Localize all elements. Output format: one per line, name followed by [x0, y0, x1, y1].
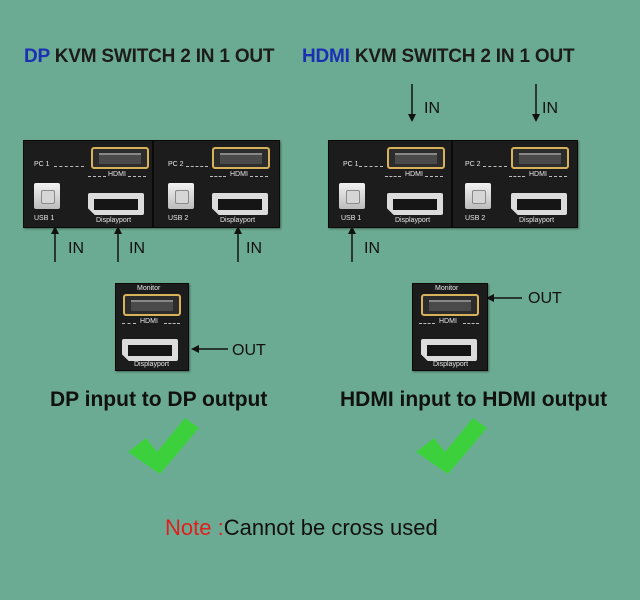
divider — [509, 176, 525, 177]
displayport-port — [88, 193, 144, 215]
right-caption: HDMI input to HDMI output — [340, 388, 608, 411]
divider — [186, 166, 208, 167]
left-caption: DP input to DP output — [50, 388, 268, 411]
divider — [425, 176, 443, 177]
out-label: OUT — [232, 342, 266, 359]
hdmi-label: HDMI — [439, 318, 457, 325]
hdmi-port — [91, 147, 149, 169]
divider — [250, 176, 268, 177]
pc2-label: PC 2 — [168, 161, 184, 168]
divider — [483, 166, 507, 167]
displayport-label: Displayport — [96, 217, 132, 224]
right-title-rest: KVM SWITCH 2 IN 1 OUT — [349, 46, 575, 67]
left-panel-pc2: PC 2 HDMI USB 2 Displayport — [153, 140, 280, 228]
right-panel-pc1: PC 1 HDMI USB 1 Displayport — [328, 140, 452, 228]
in-label: IN — [246, 240, 262, 257]
hdmi-port — [123, 294, 181, 316]
usb-port — [34, 183, 60, 209]
in-label: IN — [68, 240, 84, 257]
in-label: IN — [542, 100, 558, 117]
note: Note :Cannot be cross used — [165, 515, 438, 541]
right-title: HDMI KVM SWITCH 2 IN 1 OUT — [302, 46, 575, 68]
in-label: IN — [424, 100, 440, 117]
hdmi-port — [421, 294, 479, 316]
usb-port — [168, 183, 194, 209]
hdmi-label: HDMI — [108, 171, 126, 178]
displayport-label: Displayport — [519, 217, 555, 224]
hdmi-port — [511, 147, 569, 169]
hdmi-port — [387, 147, 445, 169]
displayport-label: Displayport — [220, 217, 256, 224]
right-panel-pc2: PC 2 HDMI USB 2 Displayport — [452, 140, 578, 228]
displayport-label: Displayport — [433, 361, 469, 368]
note-prefix: Note : — [165, 515, 224, 540]
hdmi-port — [212, 147, 270, 169]
divider — [210, 176, 226, 177]
divider — [164, 323, 180, 324]
check-icon — [416, 418, 487, 474]
displayport-port — [511, 193, 567, 215]
divider — [385, 176, 401, 177]
usb-port — [465, 183, 491, 209]
left-title-rest: KVM SWITCH 2 IN 1 OUT — [49, 46, 275, 67]
check-icon — [128, 418, 199, 474]
displayport-port — [421, 339, 477, 361]
in-label: IN — [364, 240, 380, 257]
hdmi-label: HDMI — [140, 318, 158, 325]
divider — [122, 323, 136, 324]
left-output-panel: Monitor HDMI Displayport — [115, 283, 189, 371]
monitor-label: Monitor — [137, 285, 161, 292]
displayport-label: Displayport — [134, 361, 170, 368]
divider — [359, 166, 383, 167]
usb-port — [339, 183, 365, 209]
right-title-keyword: HDMI — [302, 46, 350, 67]
divider — [463, 323, 479, 324]
divider — [419, 323, 435, 324]
in-label: IN — [129, 240, 145, 257]
displayport-port — [387, 193, 443, 215]
usb1-label: USB 1 — [34, 215, 55, 222]
hdmi-label: HDMI — [230, 171, 248, 178]
displayport-port — [212, 193, 268, 215]
displayport-label: Displayport — [395, 217, 431, 224]
monitor-label: Monitor — [435, 285, 459, 292]
out-label: OUT — [528, 290, 562, 307]
hdmi-label: HDMI — [529, 171, 547, 178]
left-title: DP KVM SWITCH 2 IN 1 OUT — [24, 46, 275, 68]
displayport-port — [122, 339, 178, 361]
pc1-label: PC 1 — [343, 161, 359, 168]
hdmi-label: HDMI — [405, 171, 423, 178]
usb2-label: USB 2 — [465, 215, 486, 222]
divider — [128, 176, 146, 177]
divider — [549, 176, 567, 177]
right-output-panel: Monitor HDMI Displayport — [412, 283, 488, 371]
divider — [54, 166, 84, 167]
note-text: Cannot be cross used — [223, 515, 438, 540]
pc2-label: PC 2 — [465, 161, 481, 168]
divider — [88, 176, 106, 177]
pc1-label: PC 1 — [34, 161, 50, 168]
usb1-label: USB 1 — [341, 215, 362, 222]
left-panel-pc1: PC 1 HDMI USB 1 Displayport — [23, 140, 153, 228]
left-title-keyword: DP — [24, 46, 50, 67]
usb2-label: USB 2 — [168, 215, 189, 222]
